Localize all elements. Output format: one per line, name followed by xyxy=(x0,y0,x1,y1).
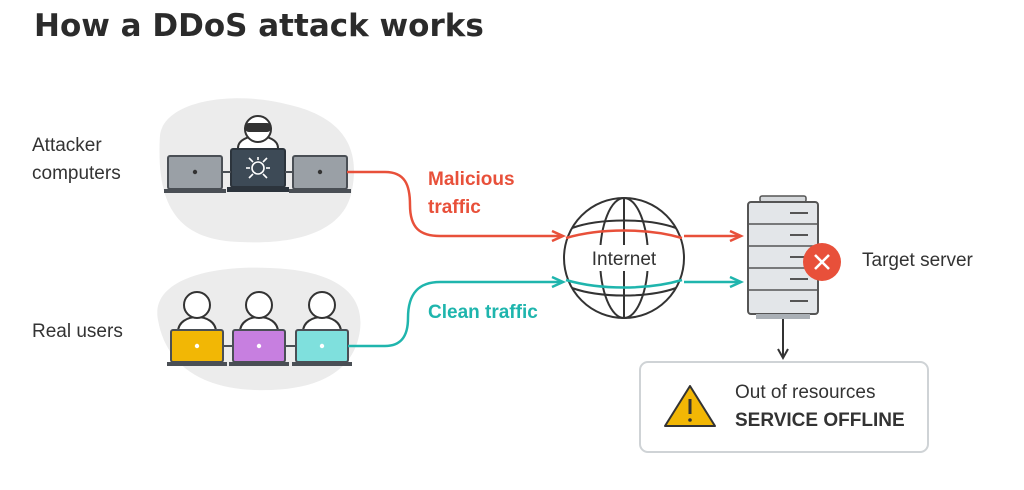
attackers-label-line2: computers xyxy=(32,163,121,184)
internet-label-bg xyxy=(578,245,670,271)
user-laptop-purple xyxy=(229,329,289,366)
server-label: Target server xyxy=(862,250,974,271)
user-icon-2 xyxy=(239,291,279,333)
globe-clean-arc xyxy=(565,278,683,289)
malicious-traffic-path xyxy=(347,170,560,238)
attacker-laptop-center xyxy=(227,148,289,192)
user-icon-3 xyxy=(302,291,342,333)
clean-arrowhead xyxy=(551,275,567,289)
user-icon-1 xyxy=(177,291,217,333)
attacker-laptop-right xyxy=(289,155,351,193)
user-laptop-teal xyxy=(292,329,352,366)
internet-label: Internet xyxy=(592,249,657,270)
attackers-label-line1: Attacker xyxy=(32,135,102,156)
users-label: Real users xyxy=(32,321,123,342)
clean-label: Clean traffic xyxy=(428,302,538,323)
bug-icon xyxy=(246,157,270,179)
attacker-laptop-left xyxy=(164,155,226,193)
malicious-label-line1: Malicious xyxy=(428,169,515,190)
alert-box xyxy=(639,361,929,453)
user-laptop-yellow xyxy=(167,329,227,366)
server-icon xyxy=(747,195,819,319)
to-server-malicious-arrowhead xyxy=(729,229,745,243)
error-icon xyxy=(803,243,841,281)
to-server-clean-arrowhead xyxy=(729,275,745,289)
clean-traffic-path xyxy=(348,280,560,348)
alert-line2: SERVICE OFFLINE xyxy=(735,410,905,431)
to-alert-arrowhead xyxy=(777,348,789,361)
malicious-label-line2: traffic xyxy=(428,197,481,218)
globe-malicious-arc xyxy=(565,229,683,240)
alert-line1: Out of resources xyxy=(735,382,875,403)
hacker-icon xyxy=(237,115,279,149)
warning-icon xyxy=(664,385,716,427)
malicious-arrowhead xyxy=(551,229,567,243)
page-title: How a DDoS attack works xyxy=(34,8,484,44)
